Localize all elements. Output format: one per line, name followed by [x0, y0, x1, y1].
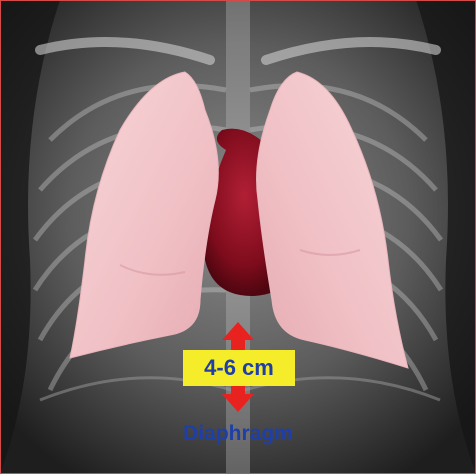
measurement-label: 4-6 cm [204, 355, 274, 381]
diaphragm-caption: Diaphragm [0, 422, 476, 446]
measurement-label-box: 4-6 cm [183, 350, 295, 386]
